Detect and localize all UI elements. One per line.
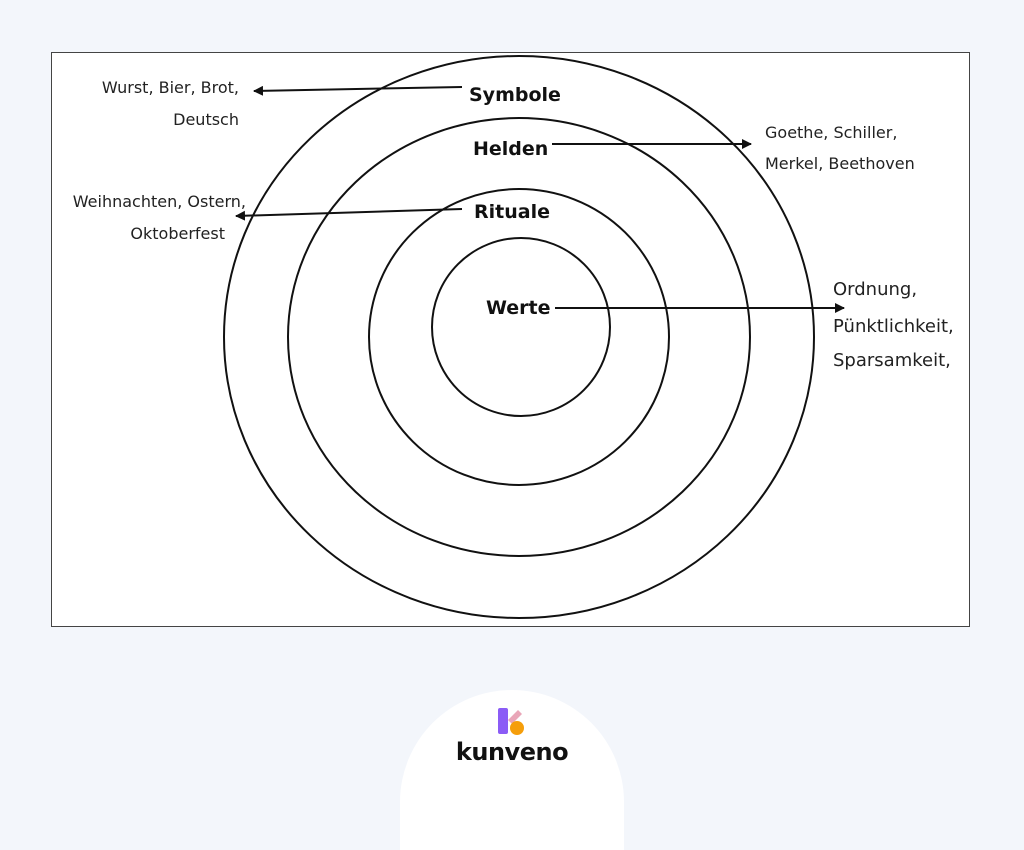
label-werte: Werte	[486, 297, 551, 319]
kunveno-logo-icon	[498, 708, 524, 735]
helden-example-1: Goethe, Schiller,	[765, 123, 897, 142]
arrow-symbole	[253, 85, 463, 96]
label-helden: Helden	[473, 138, 548, 160]
rituale-example-2: Oktoberfest	[130, 224, 225, 243]
ring-symbole	[223, 55, 815, 619]
label-rituale: Rituale	[474, 201, 550, 223]
onion-diagram: Symbole Helden Rituale Werte Wurst, Bier…	[73, 55, 954, 619]
ring-werte	[431, 237, 611, 417]
symbole-example-1: Wurst, Bier, Brot,	[102, 78, 239, 97]
diagram-frame: Symbole Helden Rituale Werte Wurst, Bier…	[51, 52, 970, 627]
werte-example-1: Ordnung,	[833, 279, 917, 300]
ring-rituale	[368, 188, 670, 486]
symbole-example-2: Deutsch	[173, 110, 239, 129]
label-symbole: Symbole	[469, 84, 561, 106]
werte-example-2: Pünktlichkeit,	[833, 316, 954, 337]
werte-example-3: Sparsamkeit,	[833, 350, 951, 371]
helden-example-2: Merkel, Beethoven	[765, 154, 915, 173]
arrow-rituale	[235, 208, 463, 221]
brand-name: kunveno	[455, 738, 569, 766]
rituale-example-1: Weihnachten, Ostern,	[73, 192, 246, 211]
ring-helden	[287, 117, 751, 557]
brand-badge: kunveno	[400, 690, 624, 850]
